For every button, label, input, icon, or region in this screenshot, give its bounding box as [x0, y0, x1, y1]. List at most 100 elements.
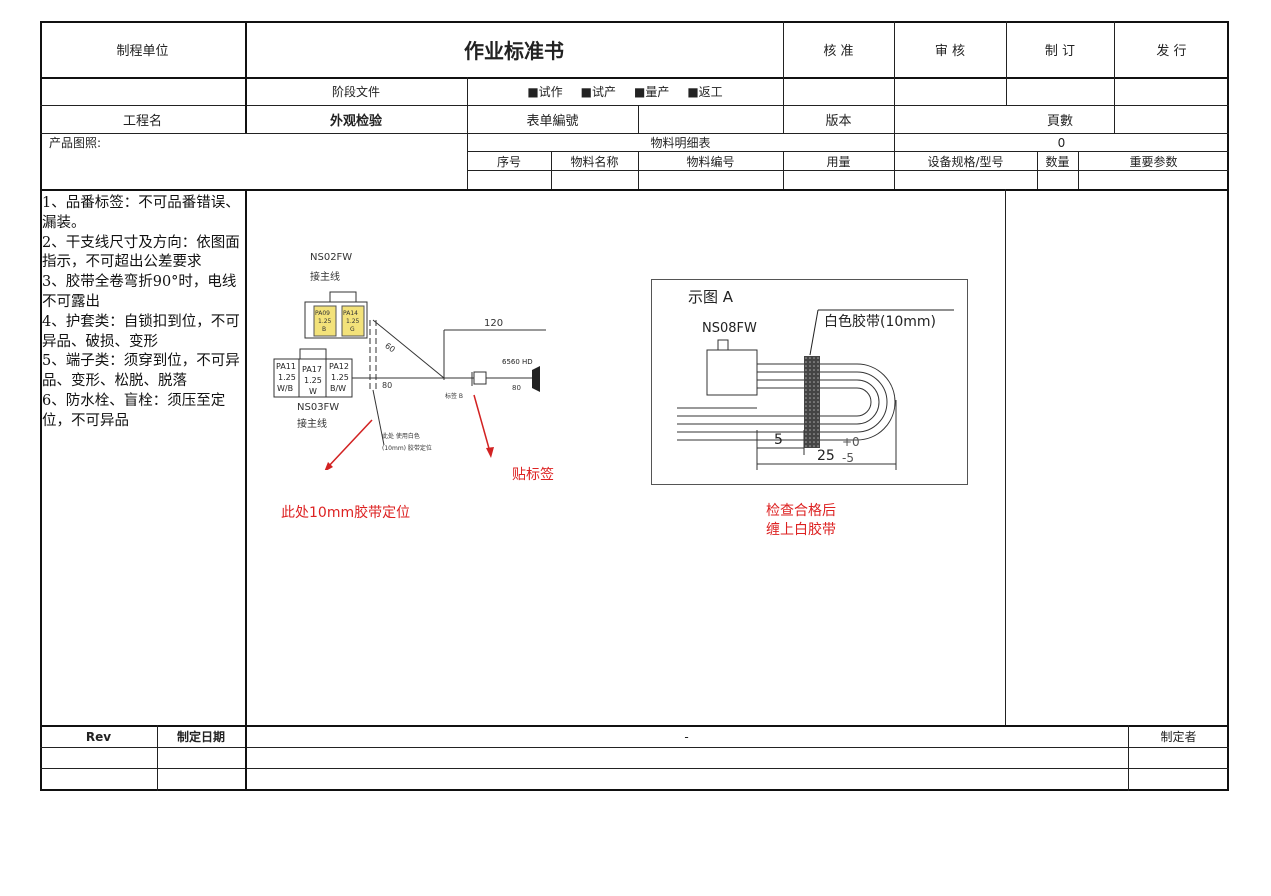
- figure-a-title: 示图 A: [688, 288, 734, 306]
- pin-id: PA12: [329, 362, 349, 371]
- pin-color: G: [350, 326, 355, 333]
- red-arrow-head: [324, 462, 333, 470]
- pin-color: B/W: [330, 384, 346, 393]
- tolerance-plus: +0: [842, 435, 860, 449]
- figure-a-frame: [651, 279, 968, 485]
- note-item: 2、干支线尺寸及方向：依图面指示，不可超出公差要求: [42, 234, 240, 271]
- rule: [467, 77, 468, 189]
- note-item: 5、端子类：须穿到位，不可异品、变形、松脱、脱落: [42, 353, 240, 390]
- leader-line: [372, 389, 385, 446]
- red-arrow: [326, 419, 373, 469]
- rule: [638, 151, 639, 189]
- connector-bottom-sub: 接主线: [297, 417, 327, 430]
- rule: [1037, 151, 1038, 189]
- product-image-label: 产品图照:: [49, 136, 102, 150]
- rev-label: Rev: [85, 729, 112, 744]
- white-tape-hatch: [804, 356, 820, 448]
- pin-gauge: 1.25: [346, 318, 360, 325]
- connector-cavity: [313, 305, 337, 337]
- pin-gauge: 1.25: [304, 376, 322, 385]
- tape-leader: [809, 309, 819, 356]
- stage-options: ■试作 ■试产 ■量产 ■返工: [467, 78, 783, 105]
- connector-cavity: [341, 305, 365, 337]
- pin-gauge: 1.25: [318, 318, 332, 325]
- dim-120: 120: [484, 318, 503, 329]
- rule: [245, 21, 247, 133]
- note-item: 1、品番标签：不可品番错误、漏装。: [42, 195, 240, 231]
- note-item: 4、护套类：自锁扣到位，不可异品、破损、变形: [42, 313, 240, 350]
- rule: [783, 21, 784, 133]
- dim-5: 5: [774, 432, 783, 448]
- stage-option-mass[interactable]: ■量产: [634, 85, 670, 99]
- version-label: 版本: [825, 114, 852, 129]
- rule: [783, 151, 784, 189]
- unit-label: 制程单位: [116, 43, 169, 59]
- pin-id: PA11: [276, 362, 296, 371]
- label-marker: [473, 371, 487, 385]
- form-number-label: 表单編號: [526, 114, 579, 129]
- dim-80b: 80: [512, 384, 521, 392]
- bom-col-usage: 用量: [826, 154, 851, 169]
- approve-label: 核 准: [823, 43, 854, 59]
- rule: [894, 133, 895, 151]
- small-note: (10mm) 胶带定位: [382, 444, 432, 452]
- stage-option-pilot[interactable]: ■试产: [580, 85, 616, 99]
- note-item: 3、胶带全卷弯折90°时，电线不可露出: [42, 274, 237, 310]
- red-arrow: [473, 394, 491, 453]
- inspection-note-line1: 检查合格后: [766, 503, 836, 519]
- rule: [40, 105, 1229, 106]
- wire-loop: [677, 387, 872, 417]
- figure-a-connector: NS08FW: [702, 321, 757, 336]
- rule: [157, 725, 158, 791]
- wire-branch: [372, 319, 445, 379]
- connector-latch: [299, 348, 327, 360]
- bom-col-params: 重要参数: [1129, 154, 1178, 169]
- bom-title: 物料明细表: [650, 136, 711, 150]
- figure-a-drawing: 示图 A NS08FW 白色胶带(10mm) 5 25 +0 -5: [677, 288, 954, 470]
- date-label: 制定日期: [176, 730, 225, 744]
- pin-id: PA17: [302, 365, 322, 374]
- process-name-label: 工程名: [122, 114, 162, 129]
- rule: [1128, 725, 1129, 791]
- review-label: 审 核: [934, 43, 966, 59]
- pin-id: PA14: [343, 310, 358, 317]
- dim-25: 25: [817, 448, 835, 464]
- rule: [894, 151, 895, 189]
- stage-option-rework[interactable]: ■返工: [687, 85, 723, 99]
- pin-gauge: 1.25: [278, 373, 296, 382]
- rule: [467, 151, 1229, 152]
- label-code: 6560 HD: [502, 358, 533, 366]
- note-item: 6、防水栓、盲栓：须压至定位，不可异品: [42, 392, 226, 429]
- inspection-notes: 1、品番标签：不可品番错误、漏装。 2、干支线尺寸及方向：依图面指示，不可超出公…: [42, 194, 242, 432]
- label-position-note: 贴标签: [512, 467, 554, 483]
- bom-col-name: 物料名称: [570, 154, 619, 169]
- rule: [1114, 21, 1115, 133]
- document-frame: [40, 21, 1229, 791]
- stage-option-trial[interactable]: ■试作: [527, 85, 563, 99]
- rule: [467, 170, 1229, 171]
- wire-loop: [677, 379, 880, 425]
- page-title: 作业标准书: [464, 38, 564, 63]
- rule: [1078, 151, 1079, 189]
- bom-count: 0: [1057, 135, 1066, 150]
- pin-gauge: 1.25: [331, 373, 349, 382]
- wire-loop: [677, 363, 896, 441]
- page-label: 頁數: [1046, 114, 1073, 129]
- pin-color: W: [309, 387, 317, 396]
- inspection-note-line2: 缠上白胶带: [766, 522, 836, 538]
- connector-ns08fw: [706, 349, 758, 396]
- issue-label: 发 行: [1156, 43, 1187, 59]
- bom-col-spec: 设备规格/型号: [927, 154, 1004, 169]
- rule: [40, 747, 1229, 748]
- rule: [40, 725, 1229, 727]
- rule: [551, 151, 552, 189]
- connector-latch: [717, 339, 729, 351]
- tape-position-note: 此处10mm胶带定位: [281, 505, 411, 521]
- process-name-value: 外观检验: [329, 114, 382, 129]
- bom-col-qty: 数量: [1045, 154, 1070, 169]
- tolerance-minus: -5: [842, 451, 854, 465]
- bom-col-index: 序号: [496, 154, 521, 169]
- rule: [894, 21, 895, 133]
- rule: [1005, 189, 1006, 725]
- terminal-end: [532, 366, 540, 392]
